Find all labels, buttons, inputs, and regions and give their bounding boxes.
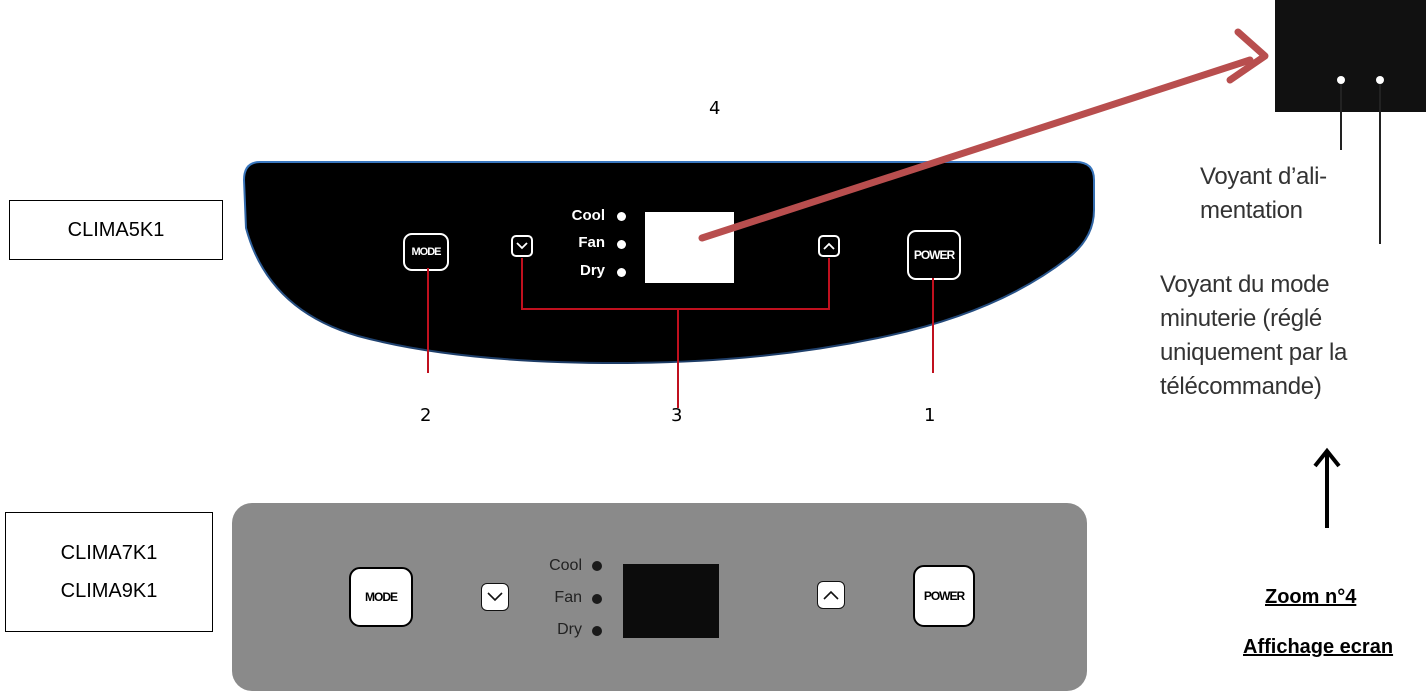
down-arrow-button[interactable] (511, 235, 533, 257)
power-button[interactable]: POWER (907, 230, 961, 280)
mode-label-cool: Cool (549, 557, 582, 574)
model-label: CLIMA7K1 (60, 542, 158, 564)
fan-led (592, 594, 602, 604)
callout-line-power (932, 278, 934, 373)
up-arrow-button[interactable] (817, 581, 845, 609)
chevron-up-icon (823, 242, 835, 250)
display-window (645, 212, 734, 283)
mode-label-fan: Fan (578, 234, 605, 251)
mode-button[interactable]: MODE (349, 567, 413, 627)
callout-3: 3 (671, 405, 683, 426)
callout-line-arrows (521, 308, 830, 310)
power-button-label: POWER (923, 589, 965, 603)
dry-led (617, 268, 626, 277)
down-arrow-button[interactable] (481, 583, 509, 611)
model-box-top: CLIMA5K1 (9, 200, 223, 260)
mode-label-cool: Cool (571, 207, 605, 224)
fan-led (617, 240, 626, 249)
zoom-display-box (1275, 0, 1426, 112)
callout-4: 4 (709, 98, 721, 119)
up-pointer-arrow (1313, 447, 1341, 528)
mode-button-label: MODE (365, 590, 398, 604)
power-button[interactable]: POWER (913, 565, 975, 627)
mode-label-dry: Dry (557, 621, 582, 638)
mode-label-fan: Fan (554, 589, 582, 606)
leader-line-power (1340, 84, 1342, 150)
callout-2: 2 (420, 405, 432, 426)
zoom-caption-line1: Zoom n°4 (1265, 586, 1357, 608)
dry-led (592, 626, 602, 636)
callout-line-down (521, 258, 523, 310)
power-indicator-led (1337, 76, 1345, 84)
callout-line-mode (427, 268, 429, 373)
zoom-arrow (698, 28, 1269, 242)
mode-button[interactable]: MODE (403, 233, 449, 271)
zoom-caption-line2: Affichage ecran (1243, 636, 1394, 658)
callout-line-up (828, 258, 830, 310)
timer-led-label: Voyant du mode minuterie (réglé uniqueme… (1160, 271, 1348, 400)
power-led-label: Voyant d’ali- mentation (1200, 163, 1327, 224)
mode-label-dry: Dry (579, 262, 605, 279)
chevron-up-icon (823, 590, 839, 600)
mode-button-label: MODE (411, 246, 442, 258)
power-button-label: POWER (913, 248, 955, 262)
callout-1: 1 (924, 405, 936, 426)
leader-line-timer (1379, 84, 1381, 244)
cool-led (617, 212, 626, 221)
timer-indicator-led (1376, 76, 1384, 84)
model-label: CLIMA9K1 (60, 580, 158, 602)
chevron-down-icon (487, 592, 503, 602)
model-box-bottom: CLIMA7K1 CLIMA9K1 (5, 512, 213, 632)
display-window (623, 564, 719, 638)
chevron-down-icon (516, 242, 528, 250)
callout-line-arrows-stem (677, 308, 679, 408)
cool-led (592, 561, 602, 571)
up-arrow-button[interactable] (818, 235, 840, 257)
model-label: CLIMA5K1 (67, 219, 165, 241)
